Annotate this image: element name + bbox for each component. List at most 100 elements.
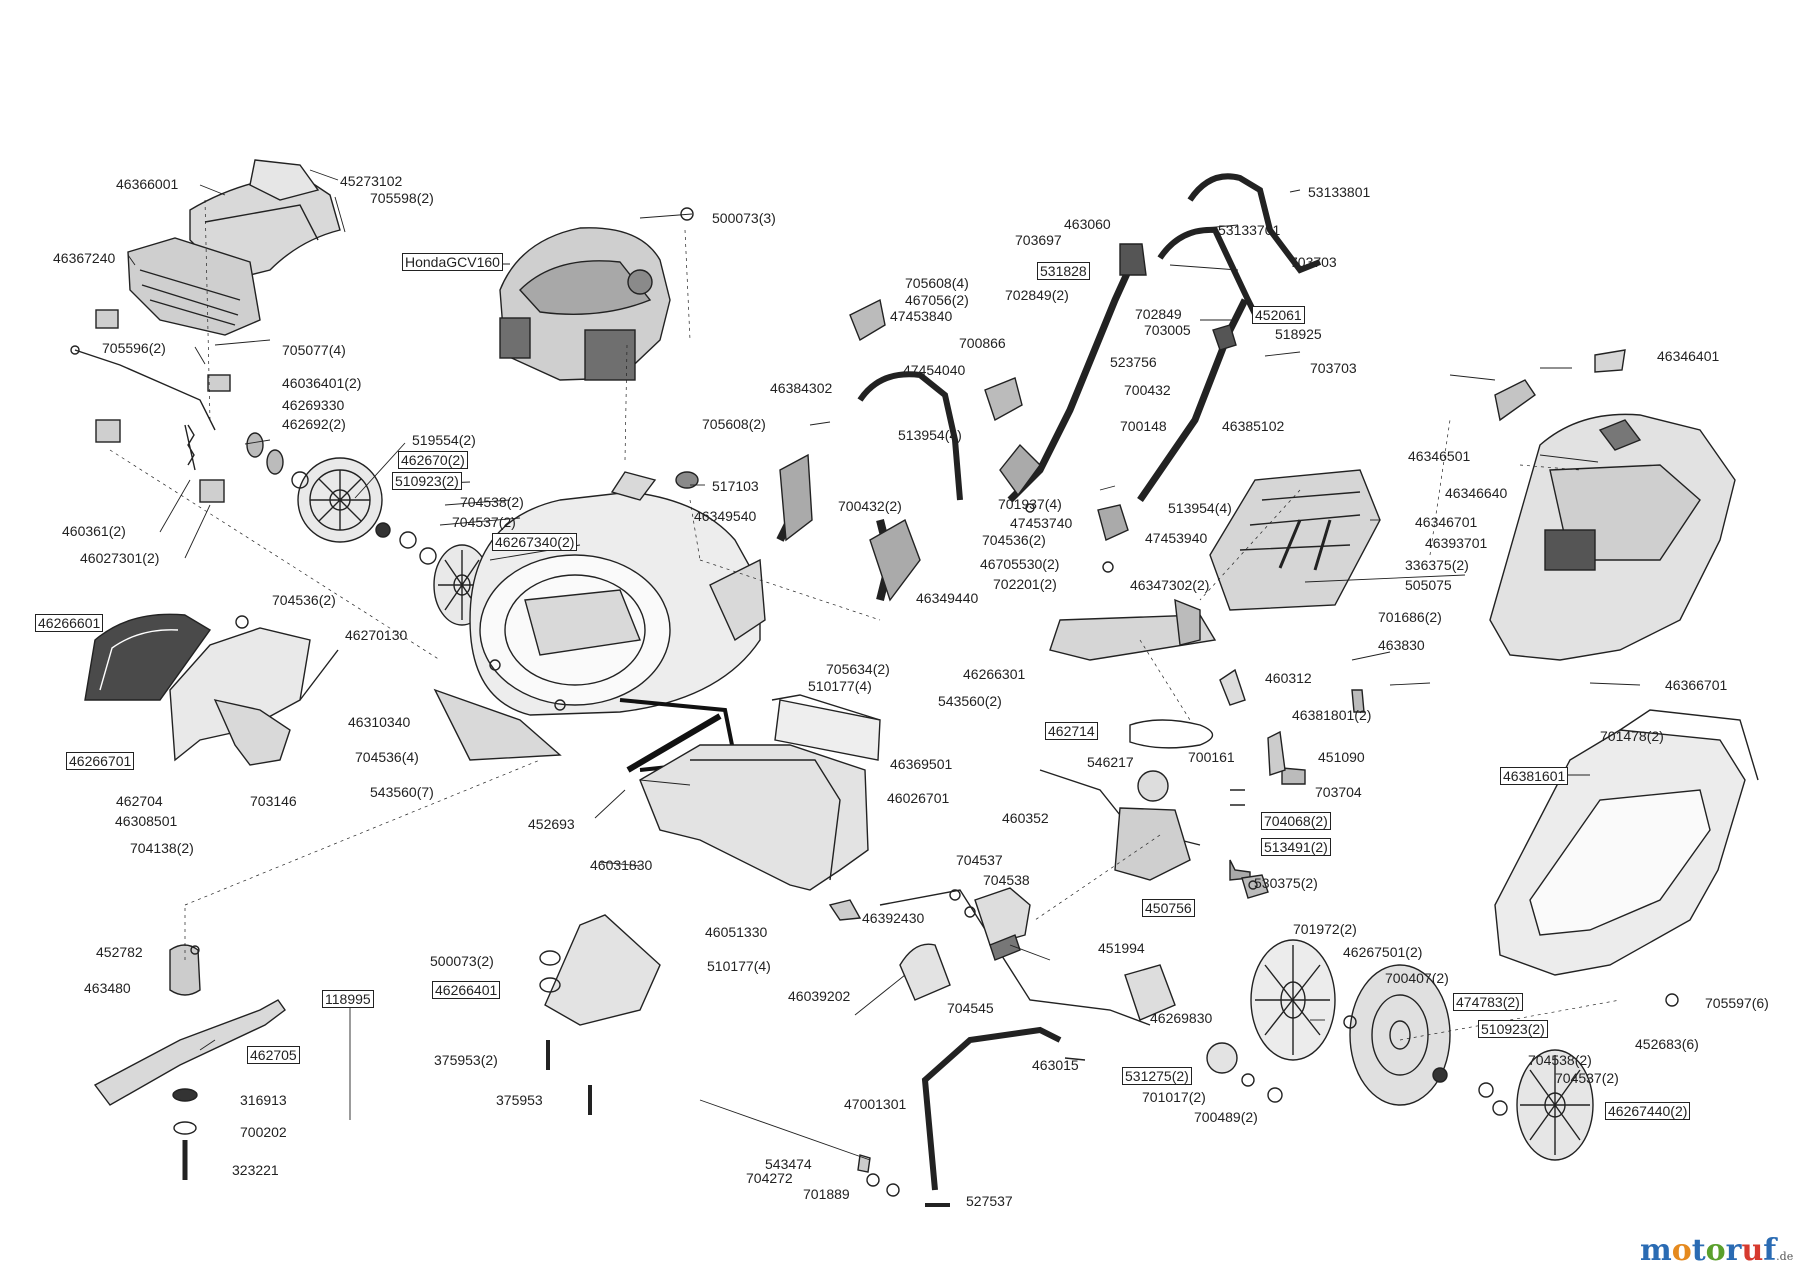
part-label[interactable]: 46366001: [116, 176, 179, 192]
part-label-boxed[interactable]: HondaGCV160: [402, 253, 503, 271]
part-label-boxed[interactable]: 704068(2): [1261, 812, 1331, 830]
part-label[interactable]: 46269830: [1150, 1010, 1213, 1026]
part-label[interactable]: 510177(4): [707, 958, 771, 974]
part-label[interactable]: 47453940: [1145, 530, 1208, 546]
part-label[interactable]: 700489(2): [1194, 1109, 1258, 1125]
part-label[interactable]: 336375(2): [1405, 557, 1469, 573]
part-label[interactable]: 701972(2): [1293, 921, 1357, 937]
part-label[interactable]: 46267501(2): [1343, 944, 1423, 960]
part-label[interactable]: 700407(2): [1385, 970, 1449, 986]
part-label[interactable]: 46392430: [862, 910, 925, 926]
part-label[interactable]: 543560(7): [370, 784, 434, 800]
part-label[interactable]: 702849(2): [1005, 287, 1069, 303]
part-label[interactable]: 703704: [1315, 784, 1362, 800]
part-label-boxed[interactable]: 46381601: [1500, 767, 1569, 785]
part-label[interactable]: 53133701: [1218, 222, 1281, 238]
part-label-boxed[interactable]: 450756: [1142, 899, 1195, 917]
part-label[interactable]: 46367240: [53, 250, 116, 266]
part-label[interactable]: 700202: [240, 1124, 287, 1140]
part-label[interactable]: 703703: [1310, 360, 1357, 376]
part-label[interactable]: 704536(4): [355, 749, 419, 765]
part-label[interactable]: 46308501: [115, 813, 178, 829]
part-label[interactable]: 527537: [966, 1193, 1013, 1209]
part-label[interactable]: 46385102: [1222, 418, 1285, 434]
part-label[interactable]: 518925: [1275, 326, 1322, 342]
part-label[interactable]: 451090: [1318, 749, 1365, 765]
part-label[interactable]: 701889: [803, 1186, 850, 1202]
part-label[interactable]: 46051330: [705, 924, 768, 940]
part-label[interactable]: 46027301(2): [80, 550, 160, 566]
part-label[interactable]: 704538(2): [460, 494, 524, 510]
part-label[interactable]: 46039202: [788, 988, 851, 1004]
part-label[interactable]: 703703: [1290, 254, 1337, 270]
part-label[interactable]: 703697: [1015, 232, 1062, 248]
part-label[interactable]: 704138(2): [130, 840, 194, 856]
part-label[interactable]: 46347302(2): [1130, 577, 1210, 593]
part-label[interactable]: 462692(2): [282, 416, 346, 432]
part-label-boxed[interactable]: 474783(2): [1453, 993, 1523, 1011]
part-label[interactable]: 700148: [1120, 418, 1167, 434]
part-label[interactable]: 46346501: [1408, 448, 1471, 464]
part-label[interactable]: 46349440: [916, 590, 979, 606]
part-label-boxed[interactable]: 46266701: [66, 752, 135, 770]
part-label[interactable]: 460361(2): [62, 523, 126, 539]
part-label[interactable]: 323221: [232, 1162, 279, 1178]
part-label[interactable]: 543474: [765, 1156, 812, 1172]
part-label[interactable]: 701937(4): [998, 496, 1062, 512]
part-label[interactable]: 704537(2): [452, 514, 516, 530]
part-label-boxed[interactable]: 513491(2): [1261, 838, 1331, 856]
part-label[interactable]: 463015: [1032, 1057, 1079, 1073]
part-label[interactable]: 510177(4): [808, 678, 872, 694]
part-label-boxed[interactable]: 452061: [1252, 306, 1305, 324]
part-label[interactable]: 452683(6): [1635, 1036, 1699, 1052]
part-label[interactable]: 705598(2): [370, 190, 434, 206]
part-label-boxed[interactable]: 46266601: [35, 614, 104, 632]
part-label[interactable]: 703005: [1144, 322, 1191, 338]
part-label[interactable]: 463480: [84, 980, 131, 996]
part-label[interactable]: 46310340: [348, 714, 411, 730]
part-label[interactable]: 46266301: [963, 666, 1026, 682]
part-label[interactable]: 375953(2): [434, 1052, 498, 1068]
part-label[interactable]: 46346640: [1445, 485, 1508, 501]
part-label-boxed[interactable]: 531828: [1037, 262, 1090, 280]
part-label[interactable]: 451994: [1098, 940, 1145, 956]
part-label[interactable]: 702201(2): [993, 576, 1057, 592]
part-label[interactable]: 47453740: [1010, 515, 1073, 531]
part-label[interactable]: 513954(4): [1168, 500, 1232, 516]
part-label[interactable]: 500073(2): [430, 953, 494, 969]
part-label[interactable]: 46031830: [590, 857, 653, 873]
part-label[interactable]: 46036401(2): [282, 375, 362, 391]
part-label[interactable]: 46026701: [887, 790, 950, 806]
part-label[interactable]: 46269330: [282, 397, 345, 413]
part-label[interactable]: 700866: [959, 335, 1006, 351]
part-label[interactable]: 500073(3): [712, 210, 776, 226]
part-label[interactable]: 463830: [1378, 637, 1425, 653]
part-label[interactable]: 701478(2): [1600, 728, 1664, 744]
part-label[interactable]: 505075: [1405, 577, 1452, 593]
part-label[interactable]: 517103: [712, 478, 759, 494]
part-label[interactable]: 460352: [1002, 810, 1049, 826]
part-label[interactable]: 47454040: [903, 362, 966, 378]
part-label[interactable]: 700432(2): [838, 498, 902, 514]
part-label[interactable]: 701686(2): [1378, 609, 1442, 625]
part-label[interactable]: 530375(2): [1254, 875, 1318, 891]
part-label[interactable]: 462704: [116, 793, 163, 809]
part-label[interactable]: 704537: [956, 852, 1003, 868]
part-label[interactable]: 704545: [947, 1000, 994, 1016]
part-label[interactable]: 46369501: [890, 756, 953, 772]
part-label[interactable]: 704537(2): [1555, 1070, 1619, 1086]
part-label[interactable]: 460312: [1265, 670, 1312, 686]
part-label[interactable]: 45273102: [340, 173, 403, 189]
part-label[interactable]: 46349540: [694, 508, 757, 524]
part-label[interactable]: 543560(2): [938, 693, 1002, 709]
part-label[interactable]: 701017(2): [1142, 1089, 1206, 1105]
part-label-boxed[interactable]: 531275(2): [1122, 1067, 1192, 1085]
part-label-boxed[interactable]: 510923(2): [392, 472, 462, 490]
part-label[interactable]: 704538: [983, 872, 1030, 888]
part-label[interactable]: 46346401: [1657, 348, 1720, 364]
part-label[interactable]: 705077(4): [282, 342, 346, 358]
part-label-boxed[interactable]: 462670(2): [398, 451, 468, 469]
part-label[interactable]: 704536(2): [272, 592, 336, 608]
part-label[interactable]: 463060: [1064, 216, 1111, 232]
part-label[interactable]: 702849: [1135, 306, 1182, 322]
